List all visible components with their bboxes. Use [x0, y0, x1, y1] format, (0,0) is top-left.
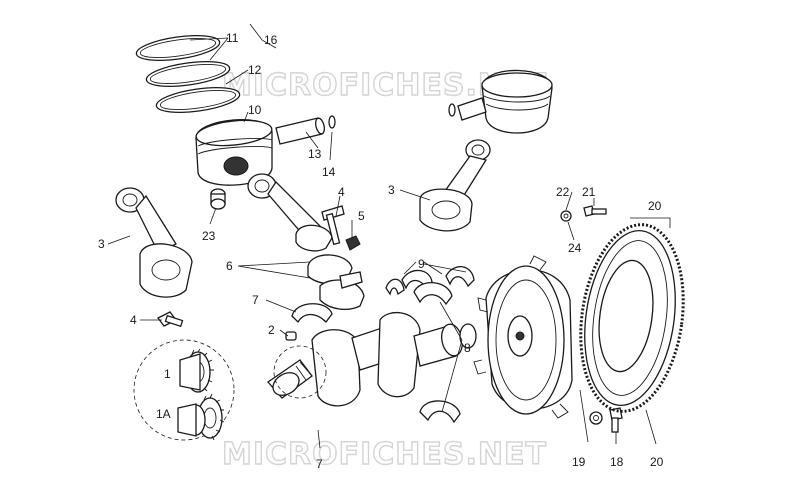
piston-rings — [135, 34, 241, 114]
callout-5: 5 — [358, 209, 365, 223]
conrod-left — [115, 187, 193, 298]
callout-9: 9 — [418, 257, 425, 271]
piston-pin — [275, 115, 336, 145]
callout-6: 6 — [226, 259, 233, 273]
bearing-shell-7-top — [291, 303, 333, 324]
callout-20-top: 20 — [648, 199, 662, 213]
leader-lines — [107, 23, 671, 449]
callout-22: 22 — [556, 185, 570, 199]
callout-11: 11 — [226, 31, 239, 45]
callout-14: 14 — [322, 165, 336, 179]
callout-23: 23 — [202, 229, 216, 243]
callout-20-bottom: 20 — [650, 455, 664, 469]
flywheel — [473, 255, 573, 419]
callout-24: 24 — [568, 241, 582, 255]
callout-21: 21 — [582, 185, 596, 199]
callout-18: 18 — [610, 455, 624, 469]
callout-1A: 1A — [156, 407, 171, 421]
piston-right — [448, 69, 553, 134]
gear-detail-circle — [133, 339, 327, 441]
watermark-bottom: MICROFICHES.NET — [222, 437, 547, 472]
callout-1: 1 — [164, 367, 171, 381]
callout-7-top: 7 — [252, 293, 259, 307]
ring-gear — [579, 223, 685, 413]
crankshaft — [267, 311, 477, 407]
timing-gear-1A — [177, 393, 225, 441]
callout-4-left: 4 — [130, 313, 137, 327]
callout-13: 13 — [308, 147, 322, 161]
callout-4-top: 4 — [338, 185, 345, 199]
callout-7-bottom: 7 — [316, 457, 323, 471]
conrod-center — [247, 173, 333, 252]
conrod-bolt-top — [321, 205, 361, 251]
callout-19: 19 — [572, 455, 586, 469]
callout-3-right: 3 — [388, 183, 395, 197]
bushing-23 — [210, 188, 226, 210]
main-bearing-shells — [385, 266, 475, 424]
piston-left — [195, 119, 273, 186]
conrod-bolt-left — [157, 311, 184, 328]
dowel-pin-2 — [285, 331, 297, 341]
conrod-right — [419, 139, 491, 232]
callout-12: 12 — [248, 63, 262, 77]
conrod-cap — [307, 254, 365, 311]
callout-3-left: 3 — [98, 237, 105, 251]
timing-gear-1 — [179, 348, 214, 393]
callout-8: 8 — [464, 341, 471, 355]
callout-2: 2 — [268, 323, 275, 337]
callout-10: 10 — [248, 103, 262, 117]
callout-16: 16 — [264, 33, 278, 47]
